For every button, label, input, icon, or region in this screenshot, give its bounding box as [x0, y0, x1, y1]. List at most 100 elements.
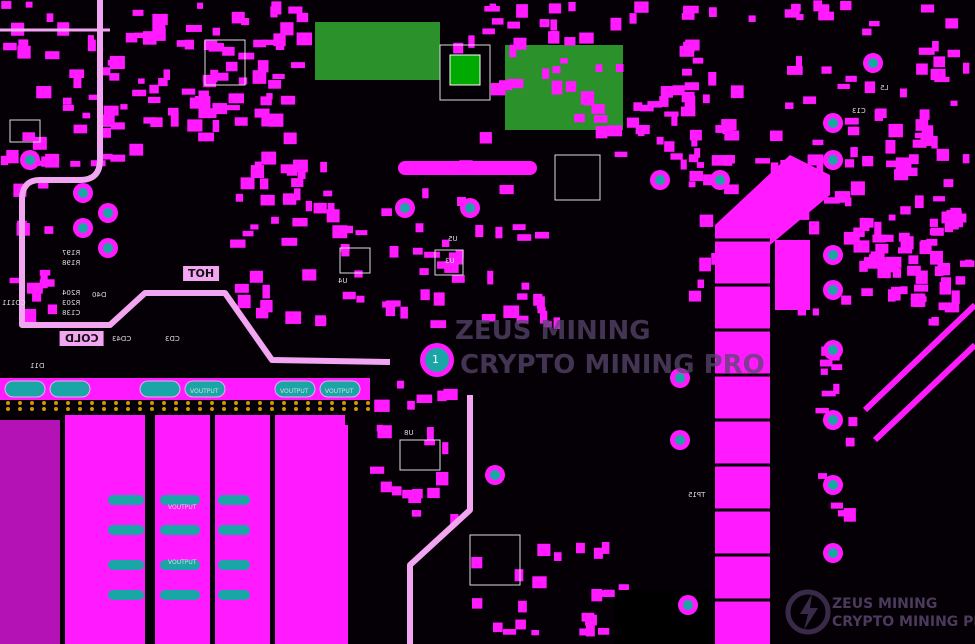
smd-pad — [355, 230, 368, 236]
smd-pad — [3, 42, 17, 51]
voutput-label: VOUTPUT — [168, 559, 197, 566]
smd-pad — [859, 217, 870, 232]
smd-pad — [502, 629, 517, 635]
voutput-pad — [274, 380, 316, 398]
smd-pad — [323, 190, 333, 197]
hot-label: HOT — [183, 266, 220, 281]
smd-pad — [534, 231, 550, 239]
voutput-pad — [218, 590, 250, 600]
smd-pad — [457, 197, 467, 207]
smd-pad — [514, 569, 524, 582]
smd-pad — [537, 543, 551, 557]
smd-pad — [575, 542, 585, 554]
smd-pad — [202, 74, 218, 83]
drill — [675, 373, 685, 383]
via — [30, 407, 34, 411]
smd-pad — [591, 588, 603, 602]
smd-pad — [845, 437, 855, 447]
drill — [78, 188, 88, 198]
smd-pad — [482, 28, 495, 35]
via — [30, 401, 34, 405]
pin-one-label: 1 — [432, 353, 439, 366]
smd-pad — [62, 97, 72, 105]
smd-pad — [715, 125, 727, 133]
via — [294, 401, 298, 405]
via — [162, 407, 166, 411]
smd-pad — [664, 111, 679, 117]
smd-pad — [593, 547, 603, 559]
via — [126, 401, 130, 405]
smd-pad — [941, 211, 952, 224]
smd-pad — [491, 18, 504, 25]
smd-pad — [914, 132, 924, 139]
ic-outline — [554, 154, 601, 201]
smd-pad — [708, 7, 717, 18]
smd-pad — [683, 41, 695, 53]
smd-pad — [931, 316, 939, 326]
smd-pad — [769, 130, 783, 142]
smd-pad — [579, 32, 594, 44]
ic-outline — [339, 247, 371, 274]
smd-pad — [542, 68, 550, 80]
smd-pad — [250, 224, 259, 230]
ic-outline — [399, 439, 441, 471]
smd-pad — [39, 269, 51, 276]
smd-pad — [132, 89, 147, 97]
smd-pad — [297, 171, 306, 179]
smd-pad — [770, 162, 779, 175]
smd-pad — [235, 193, 244, 202]
smd-pad — [281, 237, 298, 246]
watermark-line2: CRYPTO MINING PRO — [460, 350, 765, 380]
smd-pad — [897, 247, 913, 254]
smd-pad — [656, 136, 664, 145]
smd-pad — [894, 169, 909, 181]
smd-pad — [681, 91, 695, 103]
smd-pad — [702, 94, 710, 104]
smd-pad — [517, 234, 532, 241]
via — [306, 407, 310, 411]
smd-pad — [266, 93, 273, 100]
smd-pad — [198, 132, 215, 142]
smd-pad — [692, 57, 704, 64]
designator: D40 — [92, 291, 107, 299]
smd-pad — [615, 63, 624, 73]
smd-pad — [262, 284, 270, 299]
smd-pad — [129, 143, 144, 156]
smd-pad — [886, 160, 901, 168]
smd-pad — [533, 293, 543, 306]
smd-pad — [888, 123, 903, 138]
smd-pad — [152, 13, 168, 26]
smd-pad — [453, 42, 464, 54]
smd-pad — [433, 292, 445, 306]
smd-pad — [581, 612, 595, 622]
smd-pad — [610, 17, 622, 31]
smd-pad — [313, 202, 327, 214]
smd-pad — [238, 52, 255, 60]
smd-pad — [637, 125, 645, 137]
smd-pad — [639, 104, 654, 112]
smd-pad — [402, 489, 418, 499]
smd-pad — [515, 619, 526, 630]
via — [138, 407, 142, 411]
smd-pad — [748, 15, 756, 22]
smd-pad — [407, 400, 415, 410]
smd-pad — [450, 513, 459, 525]
ic-outline — [439, 44, 491, 101]
copper-fill — [315, 22, 440, 80]
ic-outline — [469, 534, 521, 586]
smd-pad — [138, 78, 145, 84]
smd-pad — [254, 108, 270, 118]
smd-pad — [908, 154, 919, 165]
smd-pad — [672, 85, 685, 96]
smd-pad — [682, 68, 692, 76]
voutput-pad — [218, 560, 250, 570]
smd-pad — [280, 164, 295, 174]
voutput-pad — [218, 525, 250, 535]
void — [615, 590, 710, 644]
smd-pad — [391, 486, 402, 496]
smd-pad — [260, 96, 272, 106]
smd-pad — [670, 153, 683, 160]
smd-pad — [385, 304, 396, 317]
via — [126, 407, 130, 411]
